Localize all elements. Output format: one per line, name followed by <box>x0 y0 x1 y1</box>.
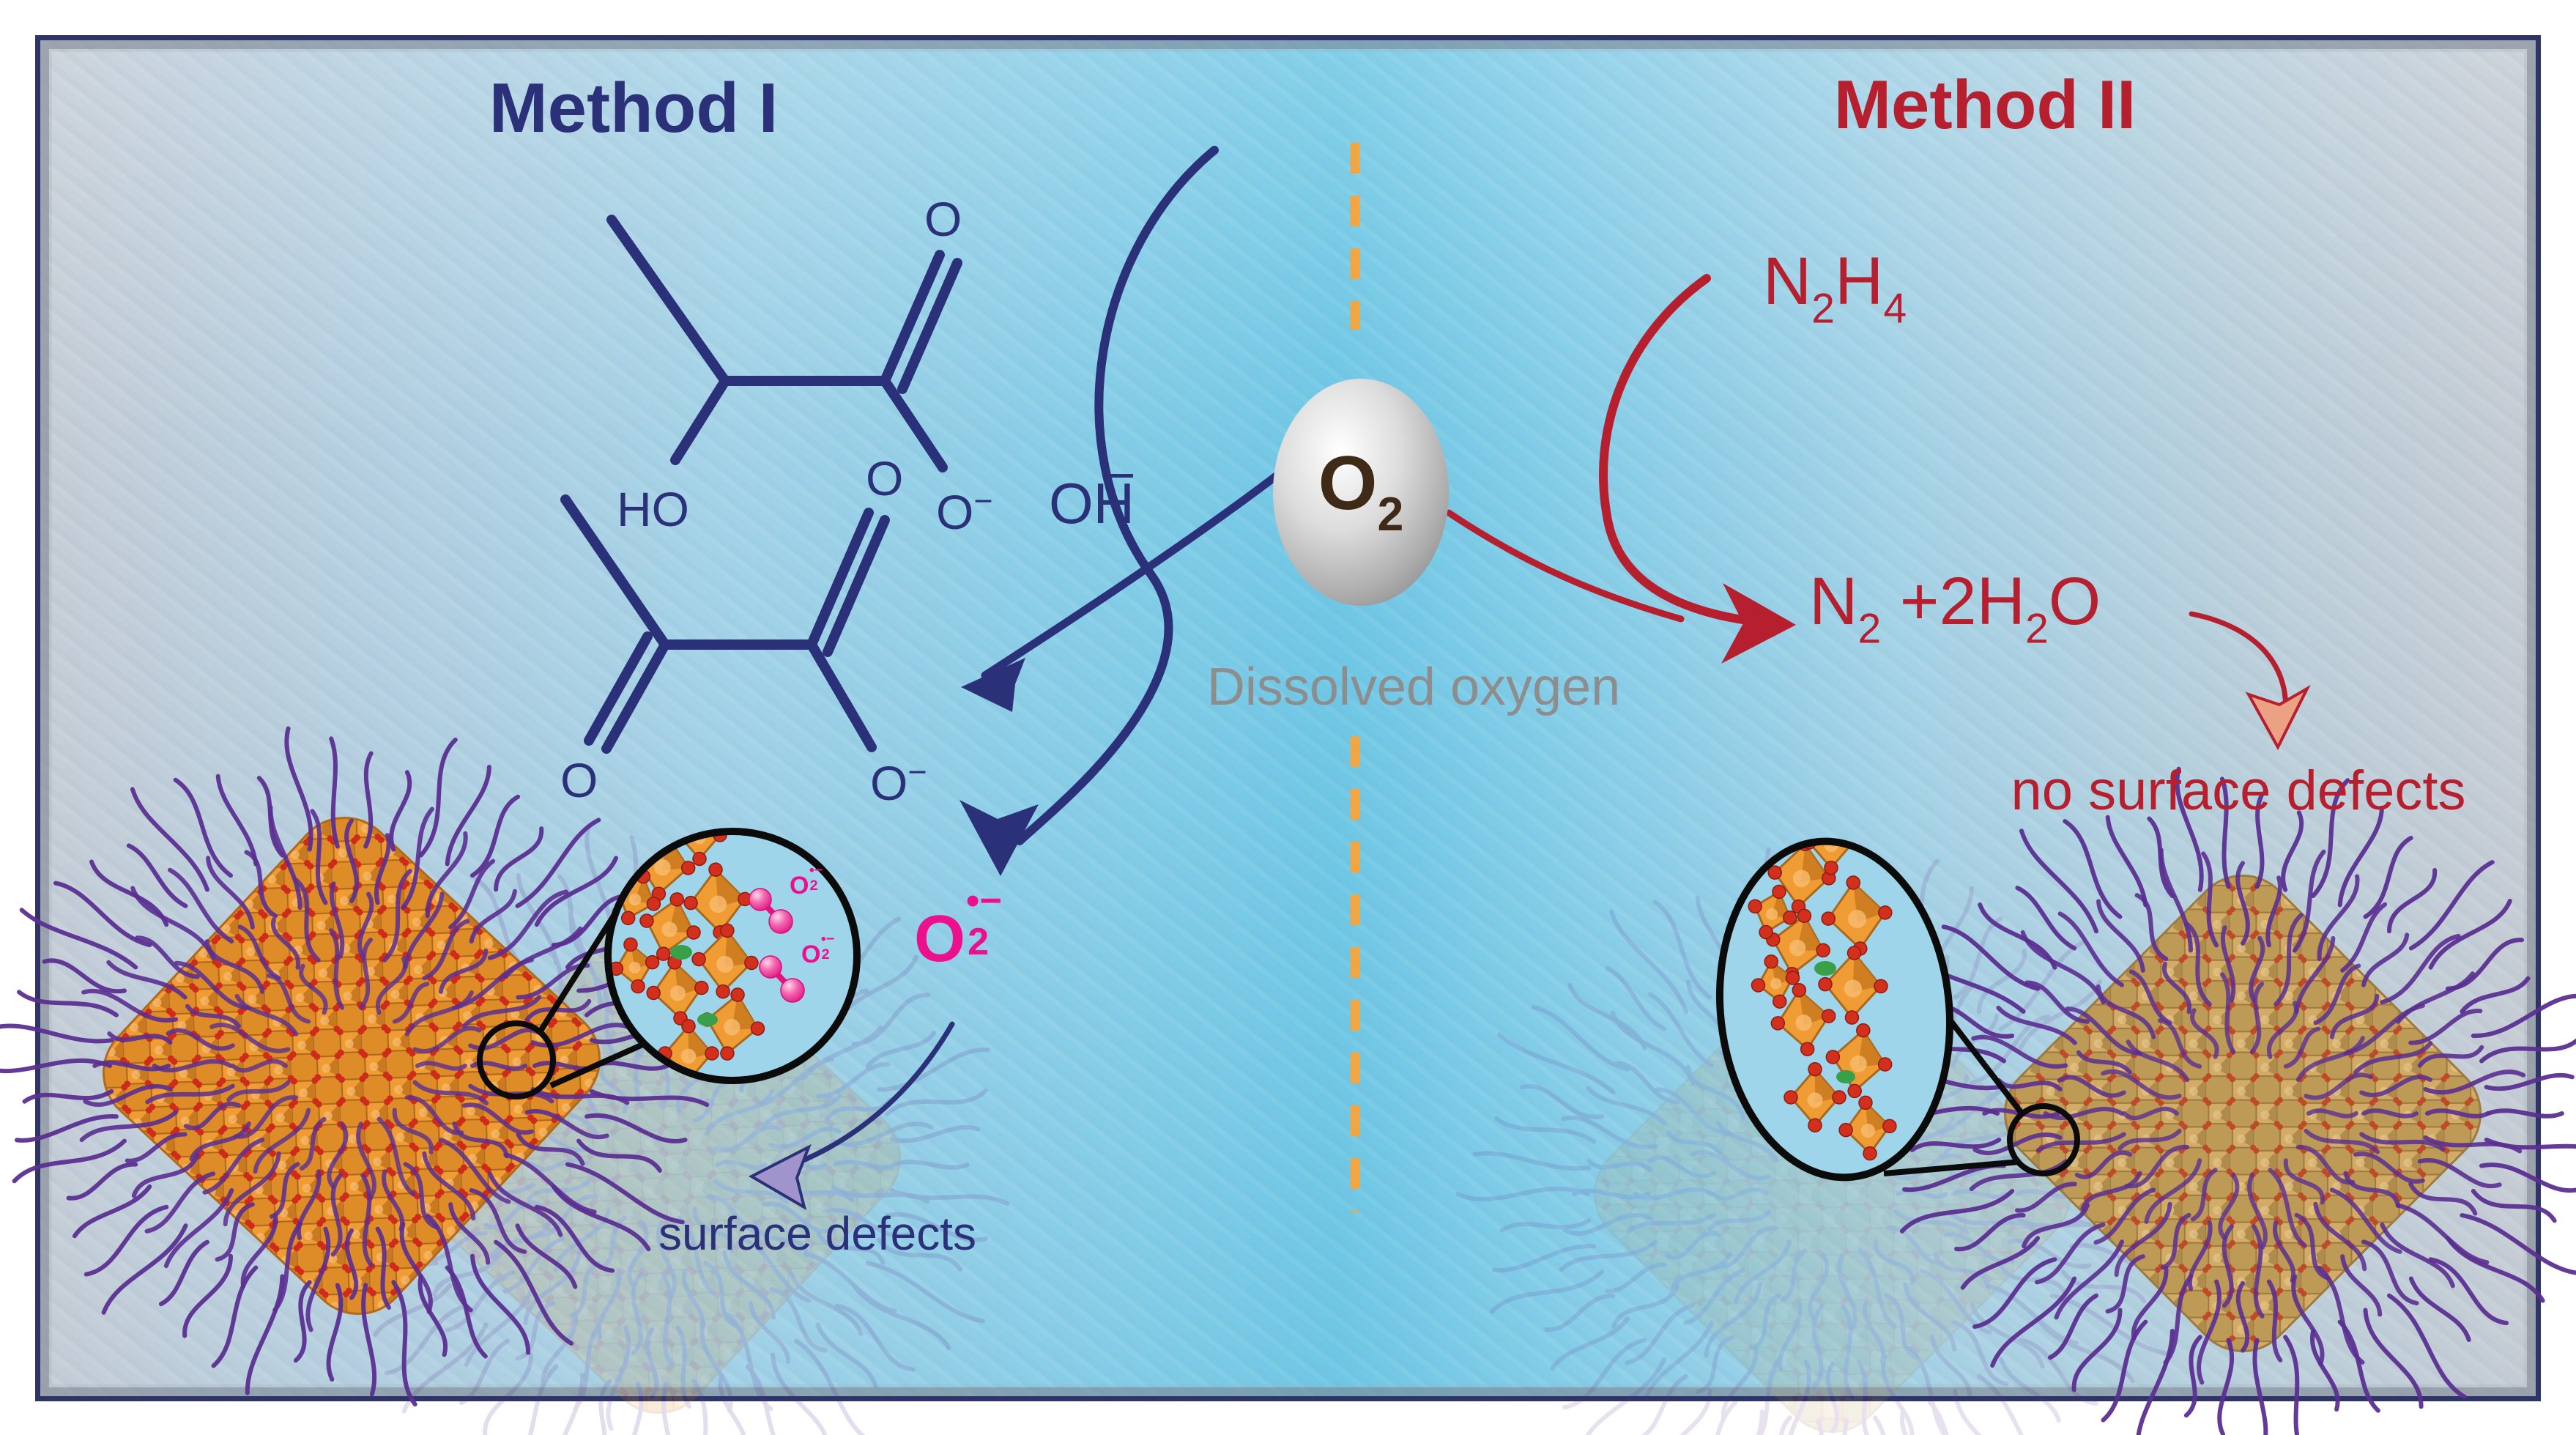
arrow-oh-arc <box>1015 146 1219 845</box>
pyruvate-carboxylate-label: O− <box>870 753 927 810</box>
method1-title: Method I <box>489 69 779 147</box>
inset-superoxide-label-1: O•−2 <box>790 862 823 900</box>
lactate-ho-label: HO <box>617 482 689 536</box>
magnifier-right-source-circle <box>2007 1103 2080 1176</box>
superoxide-subscript: 2 <box>968 920 990 963</box>
inset-superoxide-label-2: O•−2 <box>801 931 835 968</box>
hydrazine-label: N2H4 <box>1762 244 1907 333</box>
sphere-label: O2 <box>1318 441 1404 541</box>
surface-defects-label: surface defects <box>658 1207 976 1260</box>
oxygen-sphere <box>1273 379 1449 606</box>
pyruvate-structure <box>560 494 890 754</box>
dissolved-oxygen-caption: Dissolved oxygen <box>1206 658 1621 716</box>
lactate-structure <box>606 215 962 472</box>
arrowhead-products <box>1721 583 1796 664</box>
superoxide-radical-charge: •− <box>966 880 1002 923</box>
arrowhead-molecules <box>961 658 1025 712</box>
lactate-o-label: O <box>924 192 962 246</box>
hydroxide-charge: − <box>1105 446 1136 505</box>
magnifier-left-lens-circle <box>604 828 861 1084</box>
no-surface-defects-label: no surface defects <box>2011 760 2466 822</box>
arrow-hydrazine-arc <box>1599 274 1768 627</box>
arrowhead-surface-defects <box>748 1143 812 1211</box>
superoxide-label: O•−2 <box>914 880 1002 976</box>
arrow-sphere-to-products <box>1445 509 1685 623</box>
arrow-sphere-to-molecules <box>981 472 1280 680</box>
lactate-carboxylate-label: O− <box>936 482 993 539</box>
magnifier-left-source-circle <box>477 1020 556 1100</box>
hydroxide-label: OH− <box>1049 446 1136 535</box>
sphere-label-subscript: 2 <box>1377 488 1404 541</box>
magnifier-right <box>1716 833 2080 1182</box>
arrowhead-no-defects <box>2245 684 2311 751</box>
pyruvate-o-bottom-label: O <box>560 753 598 807</box>
products-label: N2 +2H2O <box>1809 564 2101 653</box>
pyruvate-o-top-label: O <box>866 451 904 505</box>
magnifier-left <box>477 828 861 1100</box>
arrowhead-superoxide <box>959 800 1039 876</box>
method2-title: Method II <box>1833 66 2137 143</box>
magnifier-right-lens-circle <box>1716 837 1953 1182</box>
